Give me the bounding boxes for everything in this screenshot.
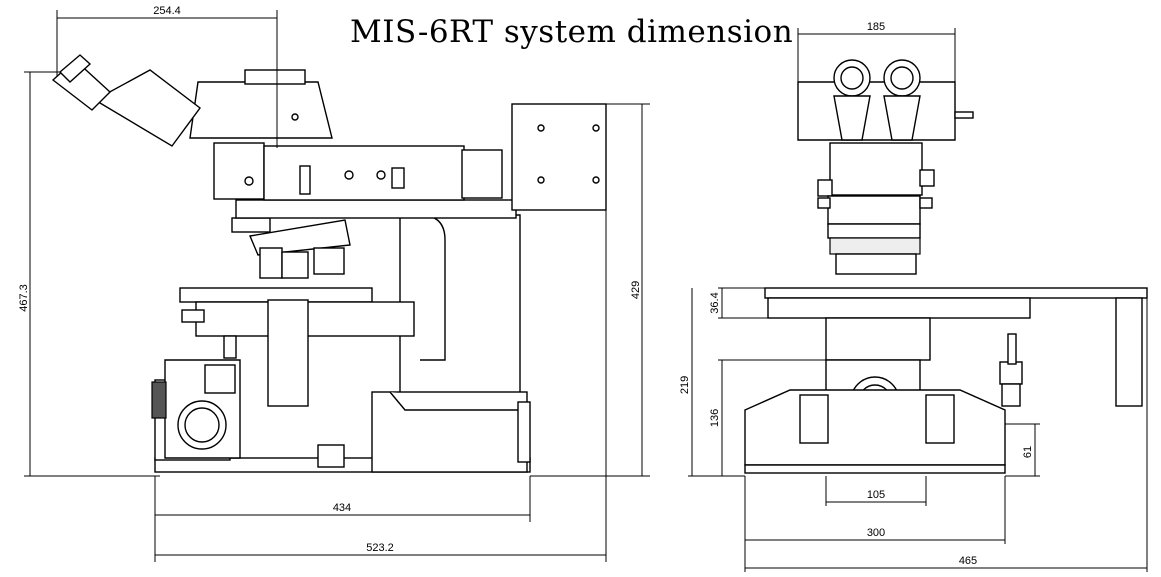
dim-stage-height: 219 bbox=[679, 376, 691, 394]
front-view-microscope bbox=[744, 59, 1148, 474]
dim-total-width: 465 bbox=[959, 555, 977, 567]
dim-total-height: 467.3 bbox=[18, 284, 30, 312]
front-view-dimensions: 185 36.4 219 136 61 105 300 465 bbox=[679, 21, 1148, 572]
dim-top-width: 254.4 bbox=[153, 5, 181, 17]
dim-center-width: 105 bbox=[867, 489, 885, 501]
dim-stage-thickness: 36.4 bbox=[709, 292, 721, 313]
diagram-title: MIS-6RT system dimension bbox=[350, 14, 794, 50]
dim-head-width: 185 bbox=[867, 21, 885, 33]
dim-knob-height: 136 bbox=[709, 409, 721, 427]
dim-base-knob-height: 61 bbox=[1022, 446, 1034, 458]
dim-lamp-height: 429 bbox=[630, 281, 642, 299]
side-view-dimensions: 254.4 467.3 429 434 523.2 bbox=[18, 5, 650, 562]
dim-total-width: 523.2 bbox=[366, 542, 394, 554]
dim-base-width: 300 bbox=[867, 527, 885, 539]
dim-base-width: 434 bbox=[333, 502, 351, 514]
side-view-microscope bbox=[51, 54, 607, 473]
